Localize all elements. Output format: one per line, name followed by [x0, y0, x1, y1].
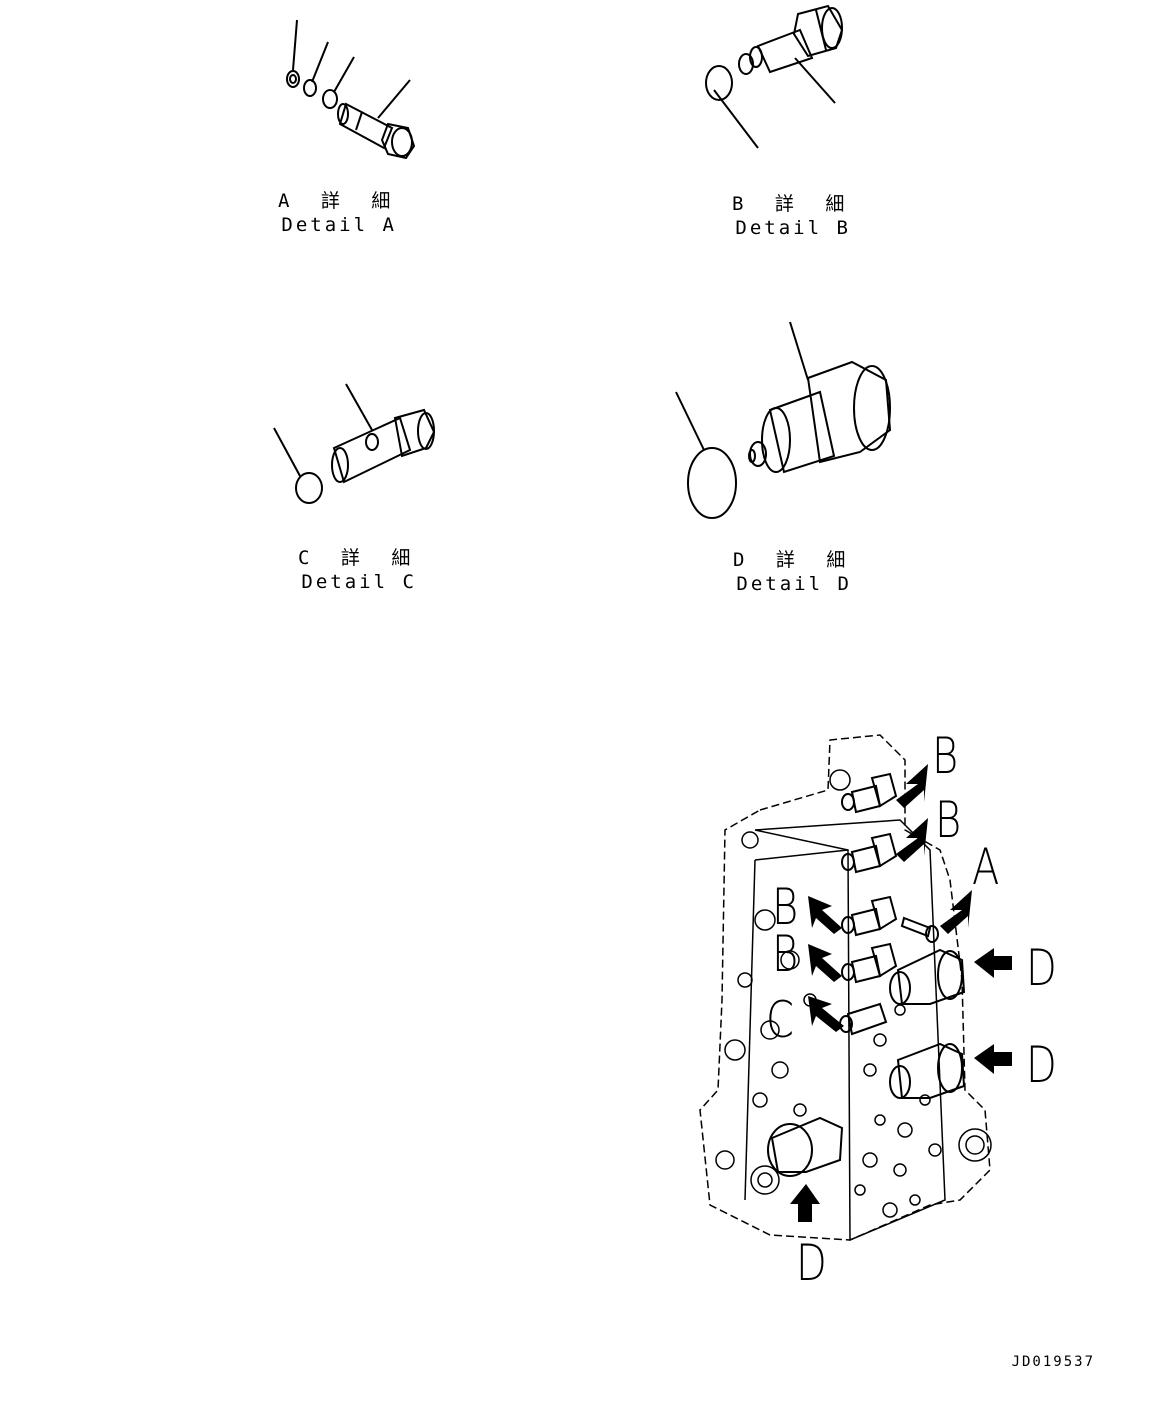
arrow-b1 — [896, 764, 928, 808]
o-ring — [322, 89, 338, 109]
callout-letter: B — [932, 727, 959, 785]
d-relief-valve-1 — [889, 948, 966, 1005]
detail-c-en-label: Detail C — [301, 570, 417, 593]
detail-a-en-label: Detail A — [281, 213, 397, 236]
b-valve-1 — [841, 772, 898, 814]
plug-detail — [355, 111, 363, 131]
control-valve-assembly — [699, 734, 992, 1242]
detail-c-caption: C 詳 細 Detail C — [298, 547, 420, 595]
relief-pin — [748, 449, 756, 463]
o-ring — [303, 79, 317, 97]
callout-letter: C — [766, 991, 794, 1049]
callout-letter: D — [796, 1234, 827, 1292]
plug-body — [338, 102, 394, 150]
arrow-b4 — [808, 944, 842, 982]
callout-letter: A — [972, 838, 1000, 896]
leader-line — [273, 427, 301, 477]
callout-letter: D — [1026, 1036, 1057, 1094]
callout-letter: D — [1026, 939, 1057, 997]
c-spool — [839, 1002, 888, 1036]
detail-b-drawing — [705, 4, 844, 149]
plug-tip — [337, 103, 349, 125]
callout-letter: B — [772, 925, 799, 983]
valve-block-outline — [699, 734, 991, 1241]
arrow-b3 — [808, 896, 842, 934]
arrow-c — [808, 996, 844, 1032]
leader-line — [713, 89, 759, 149]
spool-face — [417, 412, 435, 450]
o-ring — [295, 472, 323, 504]
valve-nut — [792, 4, 844, 58]
spool-tip — [331, 447, 349, 483]
callout-letter: B — [772, 878, 799, 936]
d-relief-valve-3 — [767, 1116, 844, 1177]
arrow-b2 — [896, 818, 928, 862]
a-plug — [900, 916, 939, 943]
spool-head — [393, 408, 436, 458]
leader-line — [333, 56, 355, 93]
plug-head — [380, 122, 416, 160]
drawing-code: JD019537 — [1011, 1354, 1095, 1370]
detail-c-jp-label: C 詳 細 — [298, 547, 421, 569]
leader-line — [794, 57, 836, 104]
valve-block-edge — [754, 849, 849, 861]
relief-body — [768, 390, 836, 474]
arrow-d3 — [790, 1184, 820, 1222]
arrow-a — [940, 890, 972, 934]
detail-a-drawing — [286, 19, 416, 160]
detail-d-jp-label: D 詳 細 — [733, 549, 856, 571]
leader-line — [292, 19, 298, 71]
o-ring — [289, 74, 297, 84]
leader-line — [789, 321, 809, 381]
plug-face — [391, 127, 413, 157]
detail-b-en-label: Detail B — [735, 216, 851, 239]
detail-a-caption: A 詳 細 Detail A — [278, 190, 400, 238]
b-valve-4 — [841, 942, 898, 984]
backup-ring — [738, 53, 754, 75]
o-ring — [705, 65, 733, 101]
port-holes — [715, 769, 992, 1218]
leader-line — [675, 391, 705, 451]
valve-detail — [815, 9, 827, 51]
d-relief-valve-2 — [889, 1042, 966, 1099]
relief-face — [853, 365, 891, 451]
detail-d-drawing — [675, 321, 892, 519]
detail-b-caption: B 詳 細 Detail B — [732, 193, 854, 241]
relief-thread — [761, 407, 791, 473]
relief-nut — [806, 360, 892, 464]
leader-line — [377, 79, 411, 119]
detail-b-jp-label: B 詳 細 — [732, 193, 855, 215]
valve-block-edge — [744, 859, 756, 1201]
arrow-d2 — [974, 1044, 1012, 1074]
spool-port — [365, 433, 379, 451]
arrow-d1 — [974, 948, 1012, 978]
o-ring — [286, 70, 300, 88]
detail-a-jp-label: A 詳 細 — [278, 190, 401, 212]
callout-arrows — [790, 764, 1012, 1222]
leader-line — [345, 383, 373, 431]
b-valve-2 — [841, 832, 898, 874]
leader-line — [311, 41, 329, 83]
spool-body — [332, 416, 412, 484]
valve-face — [821, 7, 843, 49]
callout-letter: B — [935, 791, 962, 849]
valve-body — [756, 28, 814, 74]
detail-d-caption: D 詳 細 Detail D — [733, 549, 855, 597]
detail-d-en-label: Detail D — [736, 572, 852, 595]
detail-c-drawing — [273, 383, 436, 504]
b-valve-3 — [841, 895, 898, 937]
o-ring — [687, 447, 737, 519]
